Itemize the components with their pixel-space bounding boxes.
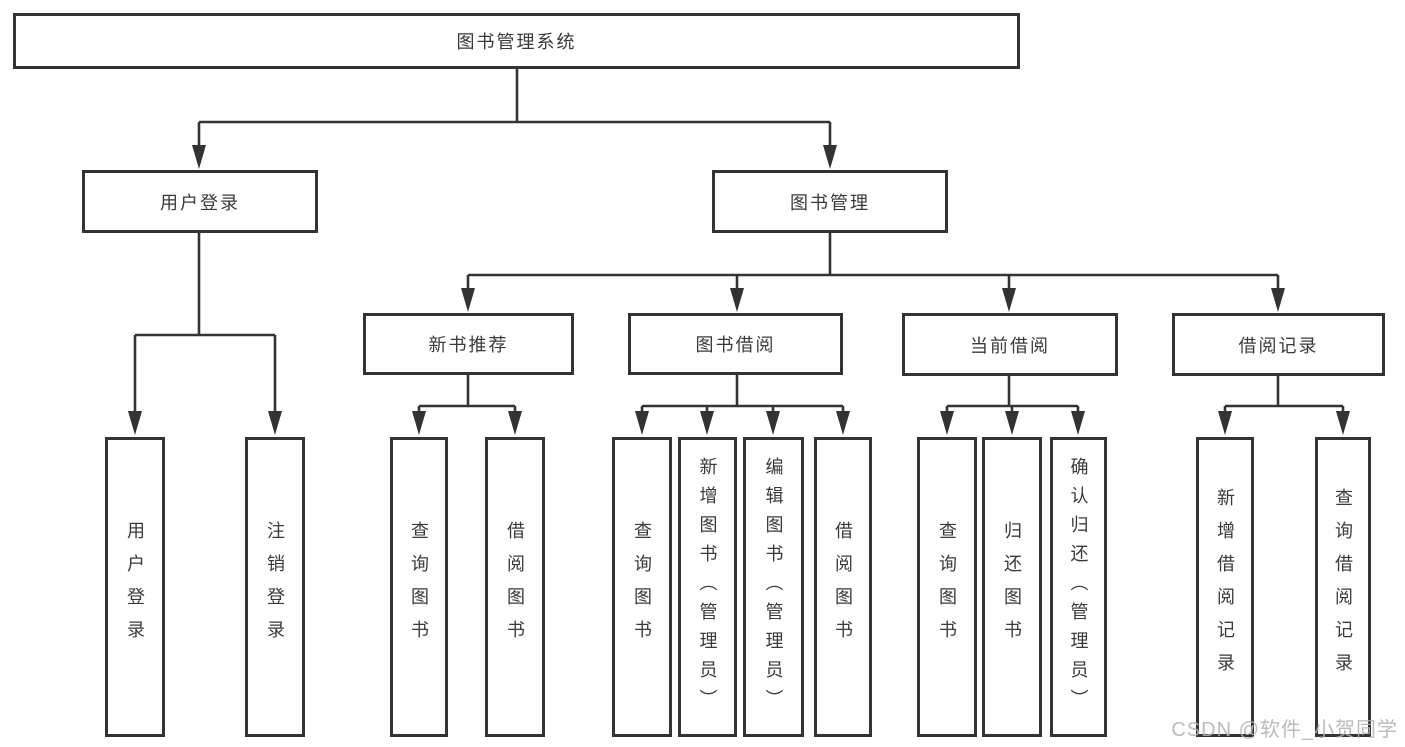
leaf-label: 编辑图书（管理员） <box>763 456 784 718</box>
node-current-borrowing: 当前借阅 <box>902 313 1118 376</box>
leaf-cb-return-books: 归还图书 <box>982 437 1042 737</box>
leaf-br-query-record: 查询借阅记录 <box>1315 437 1371 737</box>
leaf-label: 归还图书 <box>1002 521 1022 653</box>
node-label: 图书管理系统 <box>456 32 577 52</box>
node-label: 当前借阅 <box>970 335 1050 356</box>
leaf-logout: 注销登录 <box>245 437 305 737</box>
leaf-user-login: 用户登录 <box>105 437 165 737</box>
node-label: 图书管理 <box>790 192 870 213</box>
node-label: 借阅记录 <box>1238 335 1319 356</box>
connector-new-book-to-leaves <box>412 375 522 435</box>
connector-root-to-level2 <box>192 69 837 169</box>
leaf-cb-query-books: 查询图书 <box>917 437 977 737</box>
leaf-label: 查询借阅记录 <box>1333 488 1353 686</box>
leaf-label: 借阅图书 <box>505 521 525 653</box>
leaf-label: 确认归还（管理员） <box>1068 456 1089 718</box>
node-book-borrowing: 图书借阅 <box>628 313 843 375</box>
leaf-label: 用户登录 <box>125 521 145 653</box>
node-borrowing-records: 借阅记录 <box>1172 313 1385 376</box>
leaf-bb-borrow-books: 借阅图书 <box>814 437 872 737</box>
leaf-br-add-record: 新增借阅记录 <box>1196 437 1254 737</box>
leaf-label: 新增图书（管理员） <box>697 456 718 718</box>
leaf-bb-query-books: 查询图书 <box>612 437 672 737</box>
leaf-bb-add-book-admin: 新增图书（管理员） <box>678 437 737 737</box>
node-book-management: 图书管理 <box>712 170 948 233</box>
connector-borrowing-records-to-leaves <box>1218 376 1350 435</box>
leaf-label: 查询图书 <box>632 521 652 653</box>
node-label: 用户登录 <box>160 192 240 213</box>
node-label: 新书推荐 <box>428 335 509 355</box>
leaf-cb-confirm-return-admin: 确认归还（管理员） <box>1050 437 1107 737</box>
connector-book-management-to-level3 <box>461 233 1285 312</box>
leaf-bb-edit-book-admin: 编辑图书（管理员） <box>743 437 804 737</box>
leaf-nb-borrow-books: 借阅图书 <box>485 437 545 737</box>
leaf-label: 借阅图书 <box>833 521 853 653</box>
watermark: CSDN @软件_小贺同学 <box>1171 719 1398 741</box>
leaf-label: 注销登录 <box>265 521 285 653</box>
leaf-label: 查询图书 <box>409 521 429 653</box>
leaf-nb-query-books: 查询图书 <box>390 437 448 737</box>
node-new-book-recommendation: 新书推荐 <box>363 313 574 375</box>
leaf-label: 查询图书 <box>937 521 957 653</box>
connector-book-borrowing-to-leaves <box>635 375 850 435</box>
connector-current-borrowing-to-leaves <box>940 376 1085 435</box>
node-library-management-system: 图书管理系统 <box>13 13 1020 69</box>
node-user-login: 用户登录 <box>82 170 318 233</box>
node-label: 图书借阅 <box>695 335 776 355</box>
leaf-label: 新增借阅记录 <box>1215 488 1235 686</box>
connector-user-login-to-leaves <box>128 233 282 435</box>
